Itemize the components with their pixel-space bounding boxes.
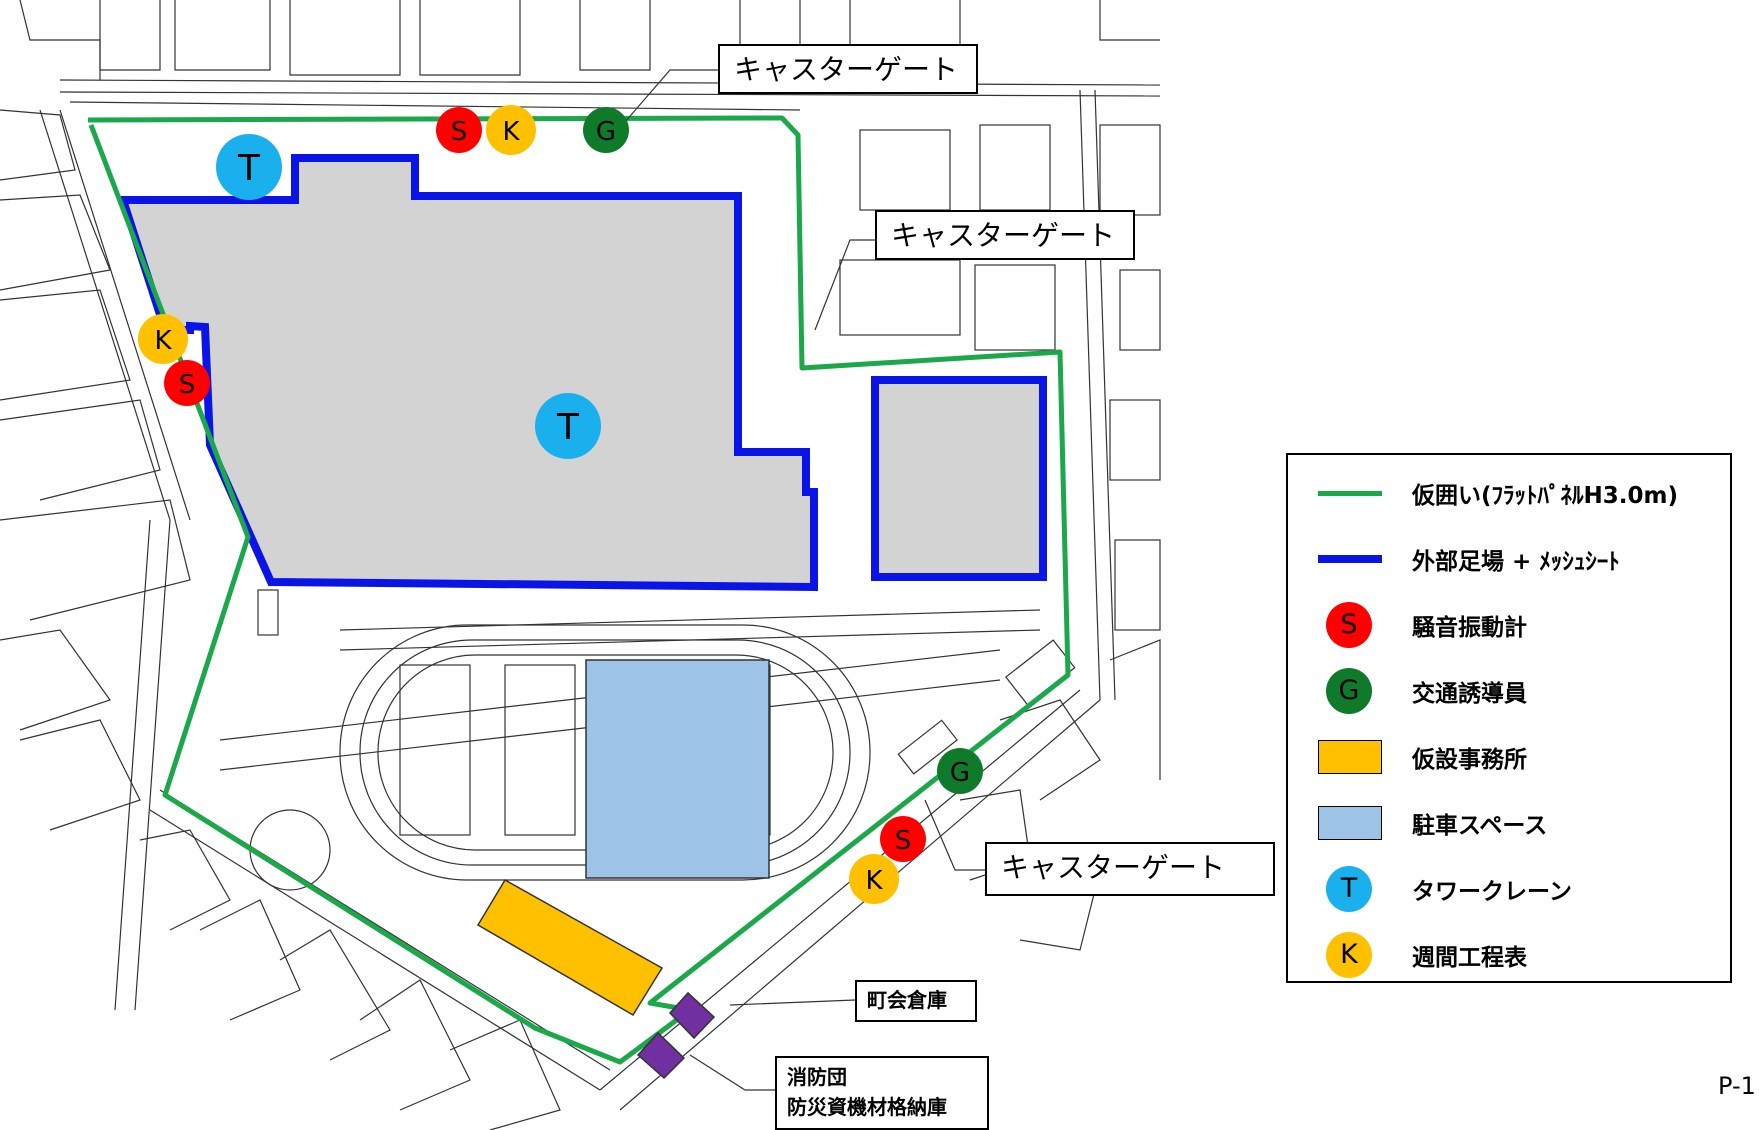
svg-text:T: T: [237, 148, 261, 189]
legend-row-scaffold: 外部足場 + ﾒｯｼｭｼｰﾄ: [1288, 533, 1730, 585]
fire-brigade-storage-label: 消防団 防災資機材格納庫: [775, 1056, 989, 1130]
svg-text:K: K: [865, 866, 883, 896]
noise-meter-icon: S: [1326, 602, 1372, 648]
fire-brigade-label-line1: 消防団: [787, 1065, 847, 1089]
traffic-guide-marker-bottom: G: [937, 748, 983, 794]
legend-scaffold-label: 外部足場 + ﾒｯｼｭｼｰﾄ: [1412, 549, 1620, 575]
svg-text:K: K: [154, 326, 172, 356]
building-b: [871, 376, 1047, 581]
parking-swatch: [1318, 806, 1382, 840]
legend-parking-label: 駐車スペース: [1412, 813, 1548, 839]
noise-meter-marker-bottom: S: [880, 816, 926, 862]
fence-line-swatch: [1318, 491, 1382, 496]
legend-row-traffic: G 交通誘導員: [1288, 665, 1730, 717]
fire-brigade-label-line2: 防災資機材格納庫: [787, 1095, 947, 1119]
traffic-guide-icon: G: [1326, 668, 1372, 714]
svg-text:S: S: [179, 370, 196, 400]
caster-gate-label-bottom: キャスターゲート: [985, 842, 1275, 896]
svg-text:G: G: [950, 758, 970, 788]
svg-text:K: K: [502, 117, 520, 147]
legend-fence-label: 仮囲い(ﾌﾗｯﾄﾊﾟﾈﾙH3.0m): [1412, 483, 1678, 509]
temporary-fence: [87, 115, 1071, 1065]
office-swatch: [1318, 740, 1382, 774]
page-number: P-1: [1718, 1072, 1756, 1100]
caster-gate-label-top: キャスターゲート: [718, 44, 978, 94]
legend-traffic-label: 交通誘導員: [1412, 681, 1527, 707]
legend-schedule-label: 週間工程表: [1412, 945, 1527, 971]
legend-row-parking: 駐車スペース: [1288, 797, 1730, 849]
legend-row-office: 仮設事務所: [1288, 731, 1730, 783]
map-legend: 仮囲い(ﾌﾗｯﾄﾊﾟﾈﾙH3.0m) 外部足場 + ﾒｯｼｭｼｰﾄ S 騒音振動…: [1286, 453, 1732, 983]
legend-crane-label: タワークレーン: [1412, 879, 1572, 905]
tower-crane-marker-center: T: [535, 393, 601, 459]
legend-row-noise: S 騒音振動計: [1288, 599, 1730, 651]
legend-row-schedule: K 週間工程表: [1288, 929, 1730, 981]
tower-crane-icon: T: [1326, 866, 1372, 912]
schedule-board-icon: K: [1326, 932, 1372, 978]
temporary-office: [476, 878, 664, 1017]
legend-noise-label: 騒音振動計: [1412, 615, 1527, 641]
town-storage: [668, 991, 716, 1040]
schedule-board-marker-left: K: [138, 314, 188, 364]
svg-text:S: S: [451, 117, 468, 147]
scaffold-line-swatch: [1318, 555, 1382, 563]
schedule-board-marker-top: K: [486, 105, 536, 155]
svg-text:T: T: [556, 407, 580, 448]
noise-meter-marker-left: S: [164, 360, 210, 406]
svg-text:G: G: [596, 117, 616, 147]
fire-storage: [636, 1031, 686, 1080]
schedule-board-marker-bottom: K: [849, 854, 899, 904]
caster-gate-label-middle: キャスターゲート: [875, 210, 1135, 260]
town-storage-label: 町会倉庫: [855, 980, 977, 1022]
tower-crane-marker-top: T: [216, 134, 282, 200]
building-a: [117, 154, 818, 592]
legend-row-fence: 仮囲い(ﾌﾗｯﾄﾊﾟﾈﾙH3.0m): [1288, 467, 1730, 519]
legend-row-crane: T タワークレーン: [1288, 863, 1730, 915]
traffic-guide-marker-top: G: [583, 107, 629, 153]
legend-office-label: 仮設事務所: [1412, 747, 1527, 773]
noise-meter-marker-top: S: [436, 107, 482, 153]
parking-space: [585, 659, 770, 879]
svg-text:S: S: [895, 826, 912, 856]
